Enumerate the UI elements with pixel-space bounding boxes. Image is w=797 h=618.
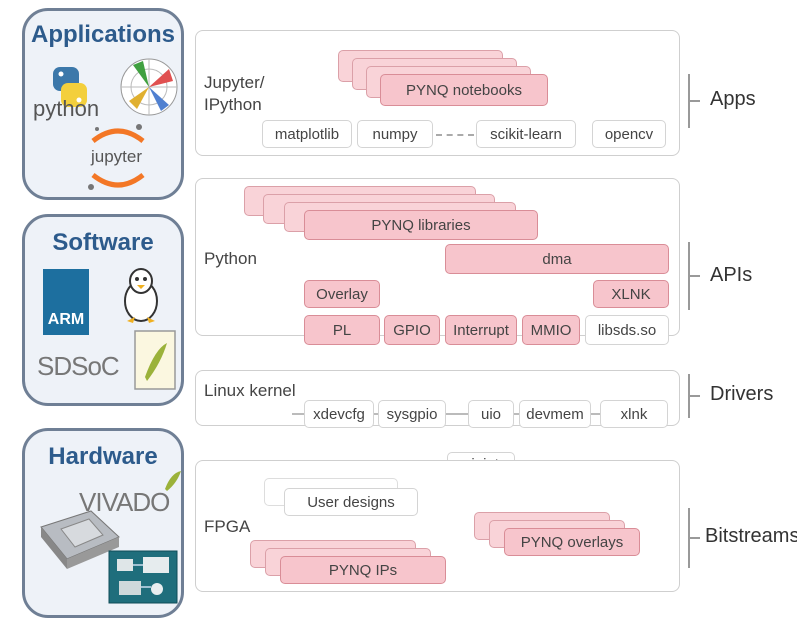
apps-layer-label-line1: Jupyter/ <box>204 73 265 92</box>
bitstreams-brace <box>688 508 696 568</box>
apis-brace-tick <box>690 275 700 277</box>
driver-xlnk: xlnk <box>600 400 668 428</box>
tier-drivers: Drivers <box>710 383 774 405</box>
lib-dashed-connector <box>436 134 474 136</box>
python-logo-text: python <box>33 96 100 121</box>
lib-matplotlib: matplotlib <box>262 120 352 148</box>
apis-brace <box>688 242 696 310</box>
arm-logo: ARM <box>43 269 89 335</box>
jupyter-logo-text: jupyter <box>91 147 143 166</box>
mmio-box: MMIO <box>522 315 580 345</box>
hardware-title: Hardware <box>48 443 158 470</box>
pynq-notebooks-box: PYNQ notebooks <box>380 74 548 106</box>
apps-brace-tick <box>690 100 700 102</box>
fpga-chip-icon <box>40 510 120 569</box>
drivers-brace <box>688 374 696 418</box>
xilinx-book-icon <box>134 330 176 390</box>
tier-bitstreams: Bitstreams <box>705 525 797 547</box>
pynq-ips-box: PYNQ IPs <box>280 556 446 584</box>
apps-brace <box>688 74 696 128</box>
drivers-brace-tick <box>690 395 700 397</box>
software-title: Software <box>52 229 154 256</box>
dma-box: dma <box>445 244 669 274</box>
lib-opencv: opencv <box>592 120 666 148</box>
python-logo-icon <box>53 67 87 107</box>
interrupt-box: Interrupt <box>445 315 517 345</box>
applications-panel: Applications python jupyter <box>22 8 184 200</box>
driver-sysgpio: sysgpio <box>378 400 446 428</box>
overlay-box: Overlay <box>304 280 380 308</box>
tier-apps: Apps <box>710 88 756 110</box>
bitstreams-brace-tick <box>690 537 700 539</box>
linux-tux-icon <box>124 268 158 323</box>
lib-numpy: numpy <box>357 120 433 148</box>
hardware-panel: Hardware VIVADO <box>22 428 184 618</box>
pcb-board-icon <box>108 550 178 604</box>
gpio-box: GPIO <box>384 315 440 345</box>
polar-chart-icon <box>120 58 178 116</box>
vivado-logo-text: VIVADO <box>79 487 170 517</box>
vivado-leaf-icon <box>165 471 181 491</box>
driver-uio: uio <box>468 400 514 428</box>
pynq-overlays-box: PYNQ overlays <box>504 528 640 556</box>
xlnk-box: XLNK <box>593 280 669 308</box>
user-designs-box: User designs <box>284 488 418 516</box>
drivers-layer-label: Linux kernel <box>204 381 296 400</box>
driver-devmem: devmem <box>519 400 591 428</box>
libsds-box: libsds.so <box>585 315 669 345</box>
driver-xdevcfg: xdevcfg <box>304 400 374 428</box>
pl-box: PL <box>304 315 380 345</box>
apis-layer-label: Python <box>204 249 257 268</box>
pynq-libraries-box: PYNQ libraries <box>304 210 538 240</box>
software-panel: Software ARM SDSoC <box>22 214 184 406</box>
lib-scikit-learn: scikit-learn <box>476 120 576 148</box>
apps-layer-label-line2: IPython <box>204 95 262 114</box>
arm-logo-text: ARM <box>47 311 85 328</box>
tier-apis: APIs <box>710 264 753 286</box>
applications-title: Applications <box>30 21 175 48</box>
sdsoc-logo-text: SDSoC <box>37 351 120 381</box>
jupyter-logo-icon <box>88 124 145 190</box>
bitstreams-layer-label: FPGA <box>204 517 251 536</box>
